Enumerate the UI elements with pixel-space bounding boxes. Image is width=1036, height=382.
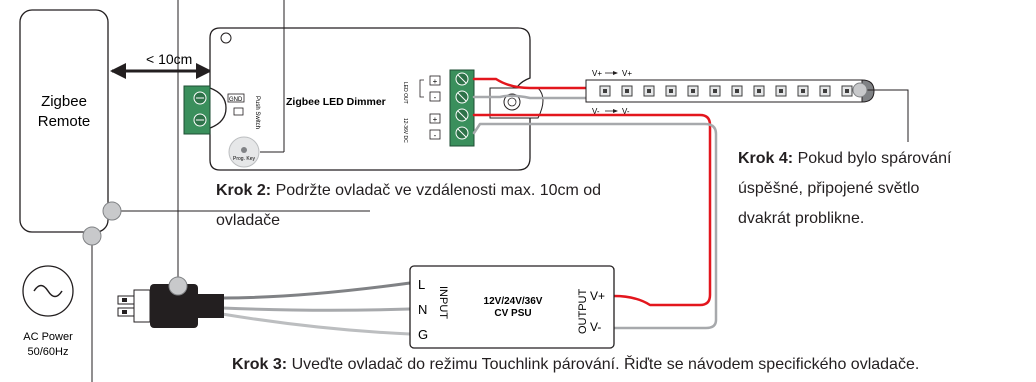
led-strip: V+ V+ V- V- [585, 69, 875, 116]
dimmer-title: Zigbee LED Dimmer [286, 96, 386, 108]
arrow-left-icon [110, 63, 126, 79]
zigbee-led-dimmer: GND Push Switch Zigbee LED Dimmer Prog. … [183, 27, 544, 171]
psu-input-label: INPUT [437, 286, 449, 319]
psu-model-line1: 12V/24V/36V [484, 296, 543, 307]
psu-output-vplus: V+ [590, 289, 605, 303]
sine-wave-icon [33, 284, 63, 298]
ac-power-label-line2: 50/60Hz [28, 346, 69, 358]
terminal-label: - [434, 131, 437, 140]
terminal-label: + [433, 115, 438, 124]
ac-plug [117, 284, 224, 328]
step-3-body: Uveďte ovladač do režimu Touchlink párov… [287, 356, 920, 373]
step-4-text: Krok 4: Pokud bylo spárování úspěšné, př… [738, 144, 1028, 234]
callout-dot [102, 201, 122, 221]
terminal-label: - [434, 93, 437, 102]
step-3-text: Krok 3: Uveďte ovladač do režimu Touchli… [232, 350, 1032, 380]
step-4-body-line2: úspěšné, připojené světlo [738, 180, 920, 197]
ac-power-label-line1: AC Power [23, 331, 73, 343]
step-4-body-line3: dvakrát problikne. [738, 210, 865, 227]
distance-indicator: < 10cm [110, 51, 212, 79]
prog-key-label: Prog. Key [233, 156, 255, 162]
psu-model-line2: CV PSU [494, 308, 531, 319]
step-3-heading: Krok 3: [232, 356, 288, 373]
led-out-label: LED OUT [402, 82, 408, 104]
psu-input-g: G [418, 327, 428, 342]
callout-dot [852, 82, 868, 98]
psu-output-label: OUTPUT [577, 289, 589, 335]
remote-label-line2: Remote [38, 113, 91, 130]
cv-psu: L N G INPUT 12V/24V/36V CV PSU OUTPUT V+… [409, 265, 615, 349]
callout-dot [82, 226, 102, 246]
ac-power-source: AC Power 50/60Hz [22, 265, 74, 358]
step-2-heading: Krok 2: [216, 182, 272, 199]
strip-leds [599, 85, 853, 97]
zigbee-remote: Zigbee Remote [19, 9, 109, 233]
strip-vminus-label: V- [592, 107, 600, 116]
led-wires [472, 77, 590, 100]
power-in-label: 12-36V DC [402, 118, 408, 143]
psu-wires [220, 113, 718, 336]
step-2-body: Podržte ovladač ve vzdálenosti max. 10cm… [271, 182, 602, 199]
strip-vminus-label: V- [622, 107, 630, 116]
distance-label: < 10cm [146, 51, 192, 67]
step-4-body: Pokud bylo spárování [793, 150, 952, 167]
psu-input-n: N [418, 302, 427, 317]
gnd-label: GND [229, 97, 243, 103]
psu-input-l: L [418, 277, 425, 292]
callout-dot [168, 276, 188, 296]
callouts [82, 0, 909, 382]
step-2-text: Krok 2: Podržte ovladač ve vzdálenosti m… [216, 176, 686, 236]
push-switch-label: Push Switch [254, 96, 260, 129]
strip-vplus-label: V+ [592, 69, 602, 78]
step-2-body-line2: ovladače [216, 212, 281, 229]
terminal-label: + [433, 77, 438, 86]
arrow-right-icon [196, 63, 212, 79]
psu-output-vminus: V- [590, 320, 601, 334]
arrow-right-icon [613, 109, 618, 113]
arrow-right-icon [613, 71, 618, 75]
step-4-heading: Krok 4: [738, 150, 794, 167]
strip-vplus-label: V+ [622, 69, 632, 78]
remote-label-line1: Zigbee [41, 93, 87, 110]
